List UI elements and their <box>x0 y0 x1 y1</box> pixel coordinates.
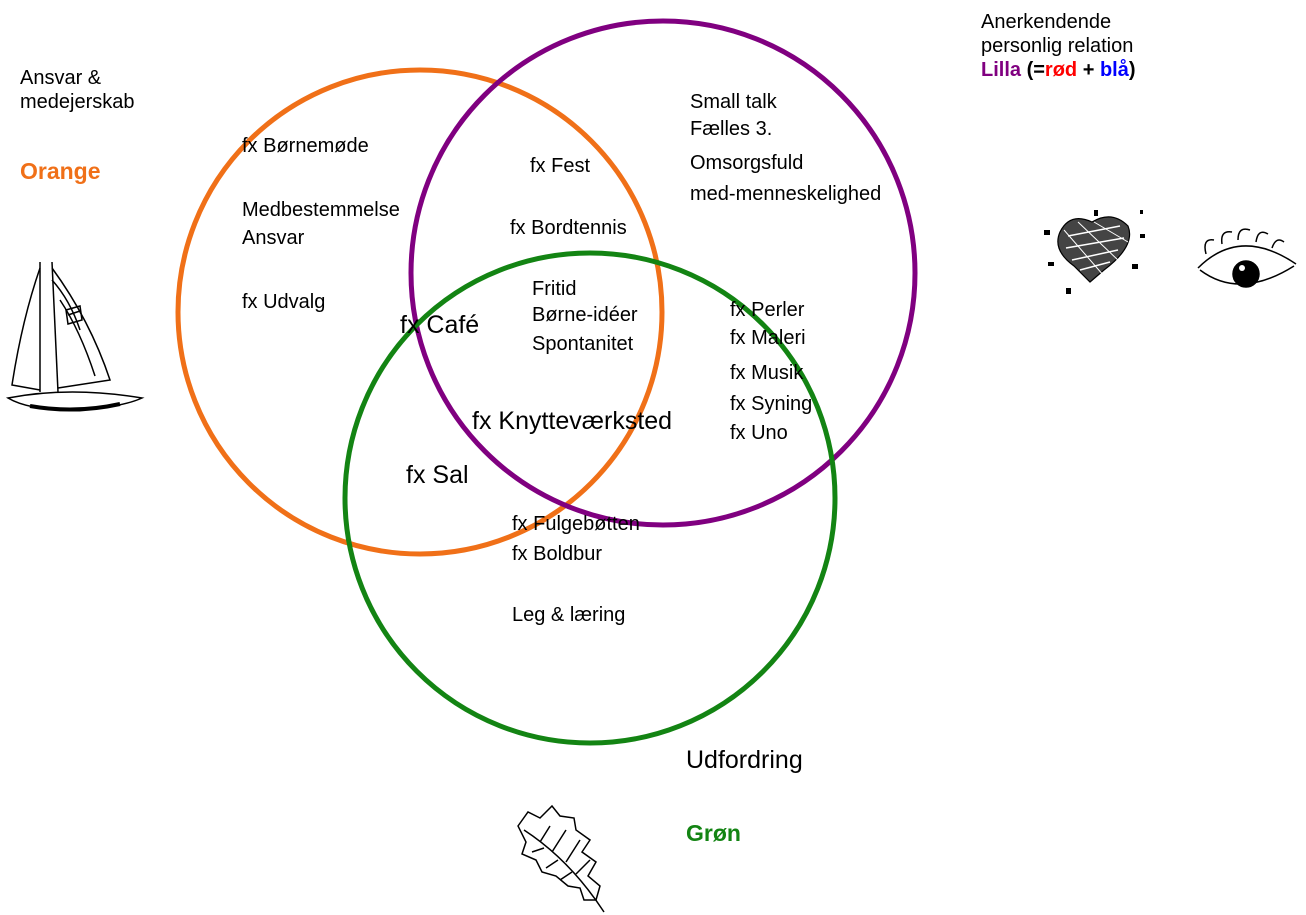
formula-close: ) <box>1129 59 1136 81</box>
purple-circle <box>411 21 915 525</box>
orange-item: Ansvar <box>242 226 304 250</box>
green-label: Udfordring <box>686 745 803 775</box>
green-item: Leg & læring <box>512 603 625 627</box>
sailboat-icon <box>8 262 142 410</box>
eye-icon <box>1198 229 1296 287</box>
purple-green-item: fx Maleri <box>730 326 806 350</box>
all-three-item: fx Knytteværksted <box>472 406 672 436</box>
formula-blue: blå <box>1100 59 1129 81</box>
orange-label-line-2: medejerskab <box>20 90 135 114</box>
orange-label-line-1: Ansvar & <box>20 66 101 90</box>
orange-green-item: fx Café <box>400 310 479 340</box>
orange-purple-item: fx Bordtennis <box>510 216 627 240</box>
formula-open: (= <box>1027 59 1045 81</box>
green-item: fx Fulgebøtten <box>512 512 640 536</box>
purple-item: Omsorgsfuld <box>690 151 803 175</box>
purple-green-item: fx Syning <box>730 392 812 416</box>
orange-color-name: Orange <box>20 159 101 183</box>
orange-green-item: fx Sal <box>406 460 469 490</box>
purple-label-line-2: personlig relation <box>981 34 1133 58</box>
center-item: Spontanitet <box>532 332 633 356</box>
purple-green-item: fx Musik <box>730 361 803 385</box>
formula-plus: + <box>1077 59 1100 81</box>
purple-green-item: fx Uno <box>730 421 788 445</box>
green-color-name: Grøn <box>686 821 741 845</box>
purple-item: Fælles 3. <box>690 117 772 141</box>
orange-purple-item: fx Fest <box>530 154 590 178</box>
orange-item: Medbestemmelse <box>242 198 400 222</box>
center-item: Børne-idéer <box>532 303 638 327</box>
purple-color-name: Lilla <box>981 59 1021 81</box>
leaf-icon <box>518 806 604 912</box>
purple-label-line-1: Anerkendende <box>981 10 1111 34</box>
purple-green-item: fx Perler <box>730 298 804 322</box>
green-item: fx Boldbur <box>512 542 602 566</box>
formula-red: rød <box>1045 59 1077 81</box>
orange-item: fx Børnemøde <box>242 134 369 158</box>
orange-item: fx Udvalg <box>242 290 325 314</box>
center-item: Fritid <box>532 277 576 301</box>
heart-icon <box>1044 210 1145 294</box>
purple-item: Small talk <box>690 90 777 114</box>
purple-item: med-menneskelighed <box>690 182 881 206</box>
purple-color-label: Lilla (=rød + blå) <box>981 58 1136 82</box>
